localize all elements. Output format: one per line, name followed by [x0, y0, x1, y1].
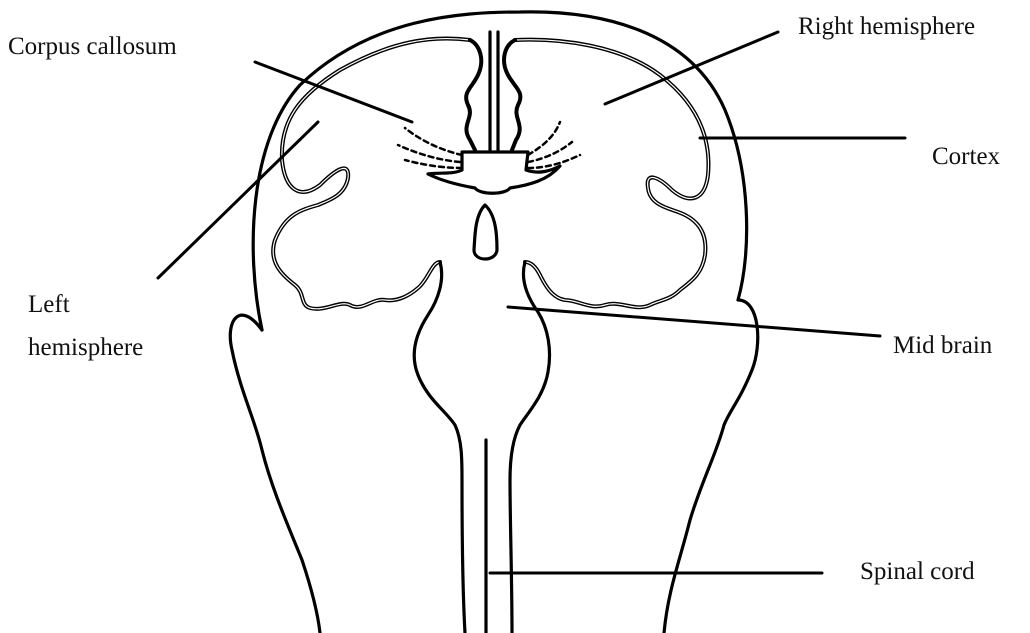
left-ear-outline — [230, 315, 320, 633]
left-midline-fold — [466, 40, 481, 150]
skull-outline — [253, 12, 758, 633]
spinal-cord-label: Spinal cord — [860, 557, 975, 587]
right-hemisphere-boundary — [515, 40, 708, 308]
corpus-callosum-fibers-right — [528, 122, 580, 168]
ventricle — [474, 205, 497, 259]
brainstem-left-edge — [414, 262, 465, 633]
right-hemisphere-label: Right hemisphere — [798, 12, 975, 42]
corpus-callosum-fibers-left — [398, 128, 462, 168]
corpus-callosum-label: Corpus callosum — [8, 32, 177, 62]
cortex-label: Cortex — [932, 142, 1000, 172]
central-fissure — [490, 32, 498, 150]
right-hemisphere-boundary-inner — [515, 40, 708, 308]
right-midline-fold — [504, 40, 520, 150]
mid-brain-leader — [508, 307, 880, 336]
right-hemisphere-leader — [605, 32, 778, 104]
left-hemisphere-leader — [158, 122, 318, 278]
left-hemisphere-label-line1: Left — [28, 290, 70, 320]
corpus-callosum-leader — [255, 62, 412, 122]
left-hemisphere-label-line2: hemisphere — [28, 333, 143, 363]
mid-brain-label: Mid brain — [893, 331, 992, 361]
brainstem-right-edge — [510, 262, 550, 633]
